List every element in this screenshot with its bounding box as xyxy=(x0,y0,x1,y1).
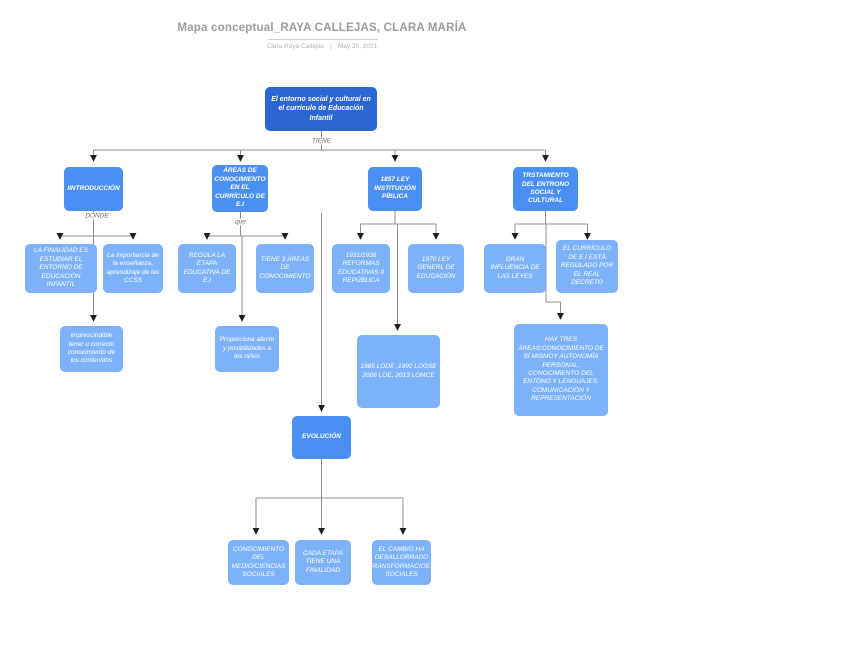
date-label: May 20, 2021 xyxy=(337,43,378,50)
author-byline: Clara Raya Callejas xyxy=(266,43,325,50)
page-subtitle: Clara Raya Callejas | May 20, 2021 xyxy=(264,43,381,50)
node-finalidad[interactable]: LA FINALIDAD ES ESTUDIAR EL ENTORNO DE E… xyxy=(25,244,97,293)
node-root[interactable]: El entorno social y cultural en el currí… xyxy=(265,87,377,131)
edge-label-que: que xyxy=(232,218,249,226)
node-tiene-3-areas[interactable]: TIENE 3 ÁREAS DE CONOCIMIENTO xyxy=(256,244,314,293)
page-title: Mapa conceptual_RAYA CALLEJAS, CLARA MAR… xyxy=(177,22,467,34)
node-el-cambio[interactable]: EL CAMBIO HA DESALLORRADO TRANSFORMACIOE… xyxy=(372,540,431,585)
node-leyes-lode-logse[interactable]: 1985 LODE ,1990 LOGSE 2006 LOE, 2013 LOM… xyxy=(357,335,440,408)
node-hay-tres-areas[interactable]: HAY TRES ÁREAS:CONOCIMIENTO DE SÍ MISMOY… xyxy=(514,324,608,416)
node-imprescindible[interactable]: imprescindible tener u correcto conocimi… xyxy=(60,326,123,372)
edge-label-donde: DONDE xyxy=(82,212,112,220)
node-curriculo-regulado[interactable]: EL CURRÍCULO DE E.I ESTÁ REGULADO POR EL… xyxy=(556,240,618,293)
node-areas-conocimiento[interactable]: ÁREAS DE CONOCIMIENTO EN EL CURRÍCULO DE… xyxy=(212,165,268,212)
node-proporciona-afecto[interactable]: Proporciona afecto y posibilidades a los… xyxy=(215,326,279,372)
node-trstamiento[interactable]: TRSTAMIENTO DEL ENTRONO SOCIAL Y CULTURA… xyxy=(513,167,578,211)
node-gran-influencia[interactable]: GRAN INFLUENCIA DE LAS LEYES xyxy=(484,244,546,293)
node-ley-1857[interactable]: 1857 LEY INSTITUCIÓN PÍBLICA xyxy=(368,167,422,211)
node-importancia[interactable]: La importancia de la enseñanza, aprendiz… xyxy=(103,244,163,293)
title-divider xyxy=(268,39,378,40)
node-ley-1970[interactable]: 1970 LEY GENERL DE EDUCACIÓN xyxy=(408,244,464,293)
node-reformas-educativas[interactable]: 1931/1936 REFORMAS EDUCATIVAS II REPÚBLI… xyxy=(332,244,390,293)
node-cada-etapa[interactable]: CADA ETAPA TIENE UNA FINALIDAD xyxy=(295,540,351,585)
node-regula-etapa[interactable]: REGULA LA ETAPA EDUCATIVA DE E.I xyxy=(178,244,236,293)
edge-label-tiene: TIENE xyxy=(308,137,335,145)
subtitle-separator: | xyxy=(330,43,332,50)
node-conocimiento-medio[interactable]: CONOCIMIENTO DEL MEDIO/CIENCIAS SOCIALES xyxy=(228,540,289,585)
node-evolucion[interactable]: EVOLUCIÓN xyxy=(292,416,351,459)
node-introduccion[interactable]: IINTRODUCCIÓN xyxy=(64,167,123,211)
